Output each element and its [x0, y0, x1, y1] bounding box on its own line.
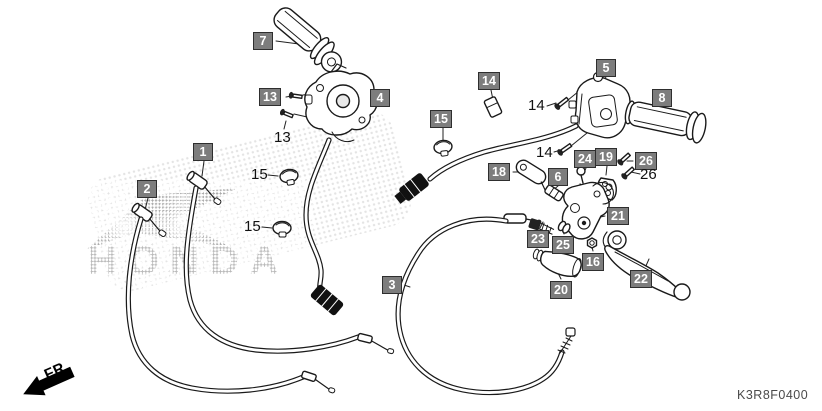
text-callout-15b: 15 [244, 218, 261, 235]
text-callout-14b: 14 [536, 144, 553, 161]
part-15-cable-clamp-a [279, 168, 299, 186]
part-15-cable-clamp-c [433, 139, 453, 157]
callout-6[interactable]: 6 [548, 168, 568, 186]
callout-14[interactable]: 14 [478, 72, 500, 90]
part-1-throttle-cable [183, 170, 395, 355]
part-20-dust-boot [532, 248, 582, 278]
callout-7[interactable]: 7 [253, 32, 273, 50]
text-callout-26: 26 [640, 166, 657, 183]
callout-21[interactable]: 21 [607, 207, 629, 225]
callout-22[interactable]: 22 [630, 270, 652, 288]
callout-26[interactable]: 26 [635, 152, 657, 170]
part-14-screws [554, 96, 573, 156]
text-callout-15a: 15 [251, 166, 268, 183]
callout-24[interactable]: 24 [574, 150, 596, 168]
callout-20[interactable]: 20 [550, 281, 572, 299]
diagram-code: K3R8F0400 [737, 388, 809, 402]
part-22-brake-lever [602, 230, 691, 301]
callout-3[interactable]: 3 [382, 276, 402, 294]
left-harness-connector [310, 284, 344, 316]
callout-16[interactable]: 16 [582, 253, 604, 271]
callout-8[interactable]: 8 [652, 89, 672, 107]
callout-4[interactable]: 4 [370, 89, 390, 107]
part-13-screws [279, 91, 303, 119]
callout-13[interactable]: 13 [259, 88, 281, 106]
callout-5[interactable]: 5 [596, 59, 616, 77]
text-callout-14a: 14 [528, 97, 545, 114]
part-5-right-switch-housing [568, 71, 631, 139]
callout-1[interactable]: 1 [193, 143, 213, 161]
part-15-cable-clamp-b [272, 220, 292, 238]
callout-25[interactable]: 25 [552, 236, 574, 254]
callout-23[interactable]: 23 [527, 230, 549, 248]
part-3-cable [395, 213, 576, 396]
callout-15[interactable]: 15 [430, 110, 452, 128]
part-4-left-switch-housing [304, 63, 379, 143]
part-2-throttle-cable [125, 202, 336, 394]
part-25-collar [557, 220, 571, 234]
right-switch-wire-harness [394, 123, 579, 204]
part-7-throttle-pipe-grip [273, 7, 343, 73]
right-harness-connector [394, 173, 429, 204]
part-6-pin [544, 184, 564, 202]
cable-adjuster-spring [557, 327, 576, 354]
text-callout-13: 13 [274, 129, 291, 146]
callout-2[interactable]: 2 [137, 180, 157, 198]
callout-18[interactable]: 18 [488, 163, 510, 181]
left-switch-wire-harness [303, 137, 344, 316]
callout-19[interactable]: 19 [595, 148, 617, 166]
part-26-screws [617, 152, 635, 180]
part-14-block [483, 96, 503, 118]
fr-direction-arrow [23, 366, 75, 396]
part-8-handle-grip [624, 100, 707, 144]
part-16-nut [586, 237, 598, 249]
